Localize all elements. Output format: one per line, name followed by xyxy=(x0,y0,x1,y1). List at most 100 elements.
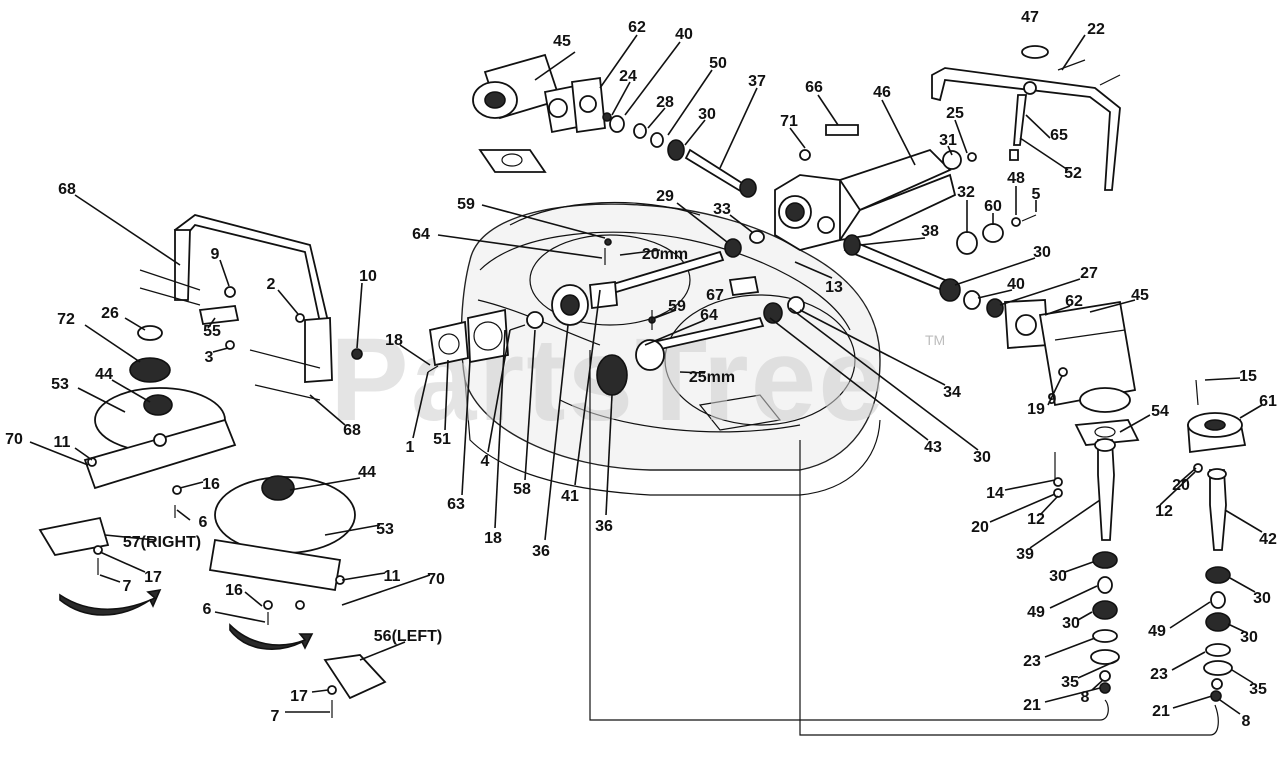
callout-label: 35 xyxy=(1061,674,1079,691)
callout-label: 30 xyxy=(1253,590,1271,607)
callout-label: 35 xyxy=(1249,681,1267,698)
callout-label: 52 xyxy=(1064,165,1082,182)
blade-spindle-left xyxy=(208,475,387,718)
callout-label: 3 xyxy=(205,349,214,366)
callout-label: 21 xyxy=(1152,703,1170,720)
callout-label: 72 xyxy=(57,311,75,328)
callout-label: 29 xyxy=(656,188,674,205)
callout-label: 44 xyxy=(358,464,376,481)
callout-label: 53 xyxy=(51,376,69,393)
callout-label: 11 xyxy=(54,434,71,451)
callout-label: 68 xyxy=(58,181,76,198)
callout-label: 17 xyxy=(290,688,308,705)
callout-label: 8 xyxy=(1081,689,1090,706)
callout-label: 5 xyxy=(1032,186,1041,203)
callout-label: 62 xyxy=(1065,293,1083,310)
callout-label: 34 xyxy=(943,384,961,401)
handle-left xyxy=(139,214,363,401)
spindle-stack-left xyxy=(1053,438,1120,694)
callout-label: 7 xyxy=(123,578,132,595)
callout-label: 32 xyxy=(957,184,975,201)
callout-label: 55 xyxy=(203,323,221,340)
callout-label: 30 xyxy=(1240,629,1258,646)
callout-label: 60 xyxy=(984,198,1002,215)
callout-label: 15 xyxy=(1239,368,1257,385)
callout-label: 40 xyxy=(1007,276,1025,293)
callout-label: 27 xyxy=(1080,265,1098,282)
callout-label: 20 xyxy=(971,519,989,536)
callout-label: 41 xyxy=(561,488,579,505)
callout-label: 7 xyxy=(271,708,280,725)
callout-label: 1 xyxy=(406,439,415,456)
routing-lines xyxy=(589,74,1219,736)
callout-label: 13 xyxy=(825,279,843,296)
gearbox-left-arm xyxy=(472,53,757,198)
callout-label: 38 xyxy=(921,223,939,240)
callout-label: 10 xyxy=(359,268,377,285)
callout-label: 2 xyxy=(267,276,276,293)
callout-label: 46 xyxy=(873,84,891,101)
callout-label: 8 xyxy=(1242,713,1251,730)
callout-label: 26 xyxy=(101,305,119,322)
callout-label: 39 xyxy=(1016,546,1034,563)
callout-label: 70 xyxy=(427,571,445,588)
callout-label: 4 xyxy=(481,453,490,470)
callout-label: 68 xyxy=(343,422,361,439)
blade-spindle-right xyxy=(38,325,237,616)
callout-label: 64 xyxy=(700,307,718,324)
callout-label: 33 xyxy=(713,201,731,218)
callout-label: 59 xyxy=(457,196,475,213)
callout-label: 37 xyxy=(748,73,766,90)
callout-label: 48 xyxy=(1007,170,1025,187)
callout-label: 65 xyxy=(1050,127,1068,144)
callout-label: 6 xyxy=(203,601,212,618)
callout-label: 45 xyxy=(553,33,571,50)
callout-label: 44 xyxy=(95,366,113,383)
callout-label: 18 xyxy=(484,530,502,547)
callout-label: 36 xyxy=(595,518,613,535)
callout-label: 59 xyxy=(668,298,686,315)
callout-label: 20 xyxy=(1172,477,1190,494)
callout-label: 45 xyxy=(1131,287,1149,304)
callout-label: 16 xyxy=(202,476,220,493)
callout-label: 30 xyxy=(973,449,991,466)
watermark-trademark: TM xyxy=(925,332,945,348)
callout-label: 58 xyxy=(513,481,531,498)
callout-label: 31 xyxy=(939,132,957,149)
spindle-stack-right xyxy=(1187,379,1247,702)
callout-label: 70 xyxy=(5,431,23,448)
handle-right xyxy=(931,45,1121,255)
callout-label: 25 xyxy=(946,105,964,122)
callout-label: 40 xyxy=(675,26,693,43)
callout-label: 30 xyxy=(1049,568,1067,585)
callout-label: 6 xyxy=(199,514,208,531)
callout-label: 51 xyxy=(433,431,451,448)
callout-label: 12 xyxy=(1027,511,1045,528)
callout-label: 28 xyxy=(656,94,674,111)
callout-label: 25mm xyxy=(689,369,735,386)
callout-label: 62 xyxy=(628,19,646,36)
callout-label: 53 xyxy=(376,521,394,538)
gearbox-center xyxy=(774,124,977,251)
callout-label: 67 xyxy=(706,287,724,304)
drive-shafts xyxy=(427,230,805,396)
callout-label: 61 xyxy=(1259,393,1277,410)
callout-label: 9 xyxy=(211,246,220,263)
callout-label: 56(LEFT) xyxy=(374,628,442,645)
callout-label: 23 xyxy=(1023,653,1041,670)
callout-label: 21 xyxy=(1023,697,1041,714)
callout-label: 17 xyxy=(144,569,162,586)
callout-label: 23 xyxy=(1150,666,1168,683)
callout-label: 42 xyxy=(1259,531,1277,548)
callout-label: 54 xyxy=(1151,403,1169,420)
callout-label: 18 xyxy=(385,332,403,349)
callout-label: 50 xyxy=(709,55,727,72)
callout-label: 16 xyxy=(225,582,243,599)
callout-label: 20mm xyxy=(642,246,688,263)
callout-label: 43 xyxy=(924,439,942,456)
mower-deck xyxy=(460,201,881,496)
callout-label: 24 xyxy=(619,68,637,85)
callout-label: 19 xyxy=(1027,401,1045,418)
